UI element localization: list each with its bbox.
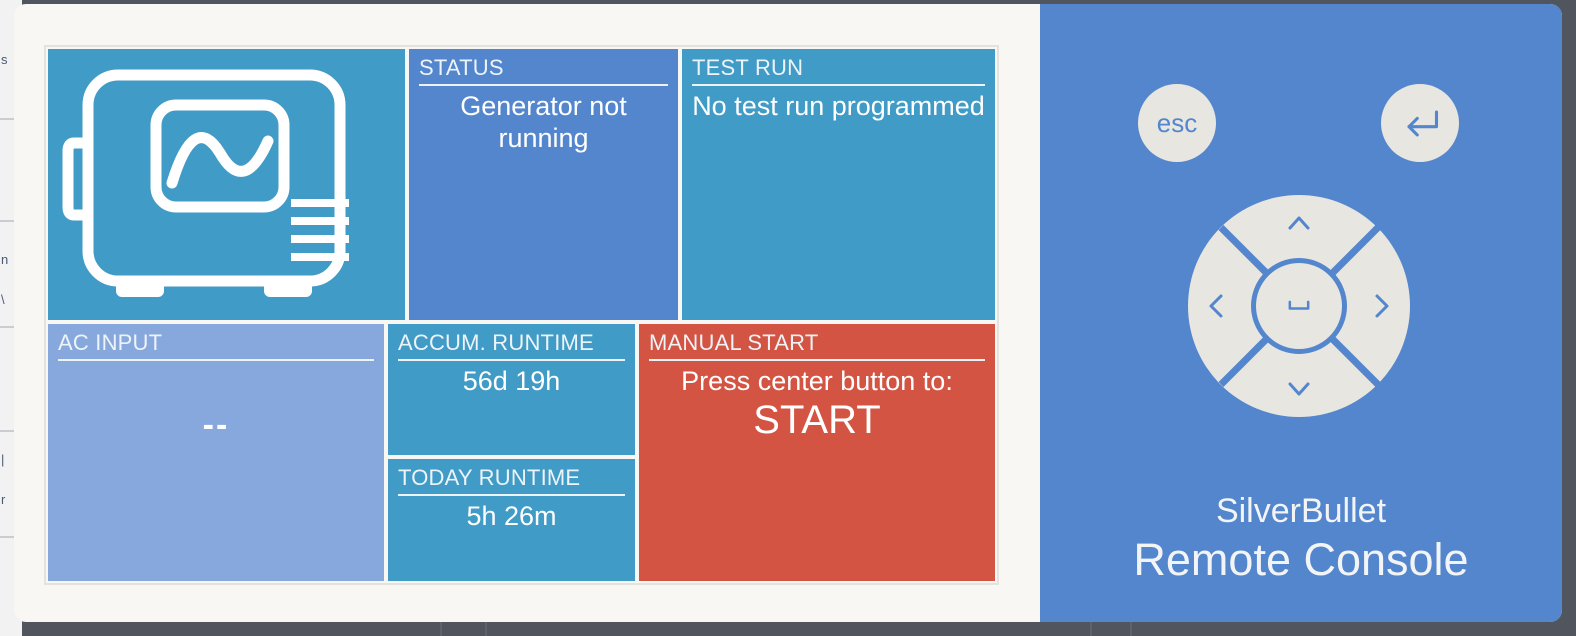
underlay-fragment: |: [1, 452, 5, 467]
accum-runtime-tile-label: ACCUM. RUNTIME: [398, 331, 625, 362]
console-title-block: SilverBullet Remote Console: [1040, 490, 1562, 587]
chevron-down-icon: [1288, 382, 1310, 396]
today-runtime-tile[interactable]: TODAY RUNTIME 5h 26m: [388, 459, 635, 581]
manual-start-tile-label: MANUAL START: [649, 331, 985, 362]
underlay-fragment: n: [1, 252, 9, 267]
tile-row: AC INPUT -- ACCUM. RUNTIME 56d 19h TODAY…: [48, 324, 995, 581]
dpad-down-button[interactable]: [1283, 373, 1315, 405]
status-tile-label: STATUS: [419, 56, 668, 87]
underlay-fragment: r: [1, 492, 6, 507]
dpad-center-button[interactable]: [1251, 258, 1347, 354]
chevron-left-icon: [1209, 294, 1223, 318]
dpad-left-button[interactable]: [1200, 290, 1232, 322]
test-run-tile[interactable]: TEST RUN No test run programmed: [682, 49, 995, 320]
accum-runtime-tile[interactable]: ACCUM. RUNTIME 56d 19h: [388, 324, 635, 455]
tile-grid: STATUS Generator not running TEST RUN No…: [44, 45, 999, 585]
dpad-right-button[interactable]: [1366, 290, 1398, 322]
status-tile-value: Generator not running: [460, 91, 627, 153]
enter-return-icon: [1407, 110, 1439, 137]
status-tile[interactable]: STATUS Generator not running: [409, 49, 678, 320]
ac-input-tile[interactable]: AC INPUT --: [48, 324, 384, 581]
esc-button-label: esc: [1156, 107, 1198, 138]
ac-input-tile-value: --: [202, 406, 230, 445]
today-runtime-tile-value: 5h 26m: [466, 501, 557, 532]
tile-row: STATUS Generator not running TEST RUN No…: [48, 49, 995, 320]
frame-tick: [485, 620, 487, 636]
frame-tick: [440, 620, 442, 636]
chevron-right-icon: [1375, 294, 1389, 318]
generator-status-tile[interactable]: [48, 49, 405, 320]
dpad[interactable]: [1188, 195, 1410, 417]
underlay-fragment: s: [1, 52, 8, 67]
dpad-up-button[interactable]: [1283, 207, 1315, 239]
esc-button[interactable]: esc: [1138, 84, 1216, 162]
device-screen: STATUS Generator not running TEST RUN No…: [14, 4, 1040, 622]
test-run-tile-label: TEST RUN: [692, 56, 985, 87]
enter-button[interactable]: [1381, 84, 1459, 162]
accum-runtime-tile-value: 56d 19h: [462, 366, 561, 397]
manual-start-tile[interactable]: MANUAL START Press center button to: STA…: [639, 324, 995, 581]
console-subtitle: Remote Console: [1133, 533, 1469, 585]
manual-start-prompt: Press center button to:: [681, 366, 953, 397]
runtime-column: ACCUM. RUNTIME 56d 19h TODAY RUNTIME 5h …: [388, 324, 635, 581]
today-runtime-tile-label: TODAY RUNTIME: [398, 466, 625, 497]
generator-waveform-icon: [62, 69, 349, 297]
manual-start-action: START: [753, 397, 881, 442]
ac-input-tile-label: AC INPUT: [58, 331, 374, 362]
chevron-up-icon: [1288, 216, 1310, 230]
space-bar-icon: [1288, 300, 1310, 310]
app-card: STATUS Generator not running TEST RUN No…: [14, 4, 1562, 622]
console-brand: SilverBullet: [1215, 492, 1387, 530]
remote-console-panel: esc: [1040, 4, 1562, 622]
underlay-fragment: \: [1, 292, 5, 307]
test-run-tile-value: No test run programmed: [692, 91, 985, 122]
frame-tick: [1130, 620, 1132, 636]
frame-tick: [1090, 620, 1092, 636]
